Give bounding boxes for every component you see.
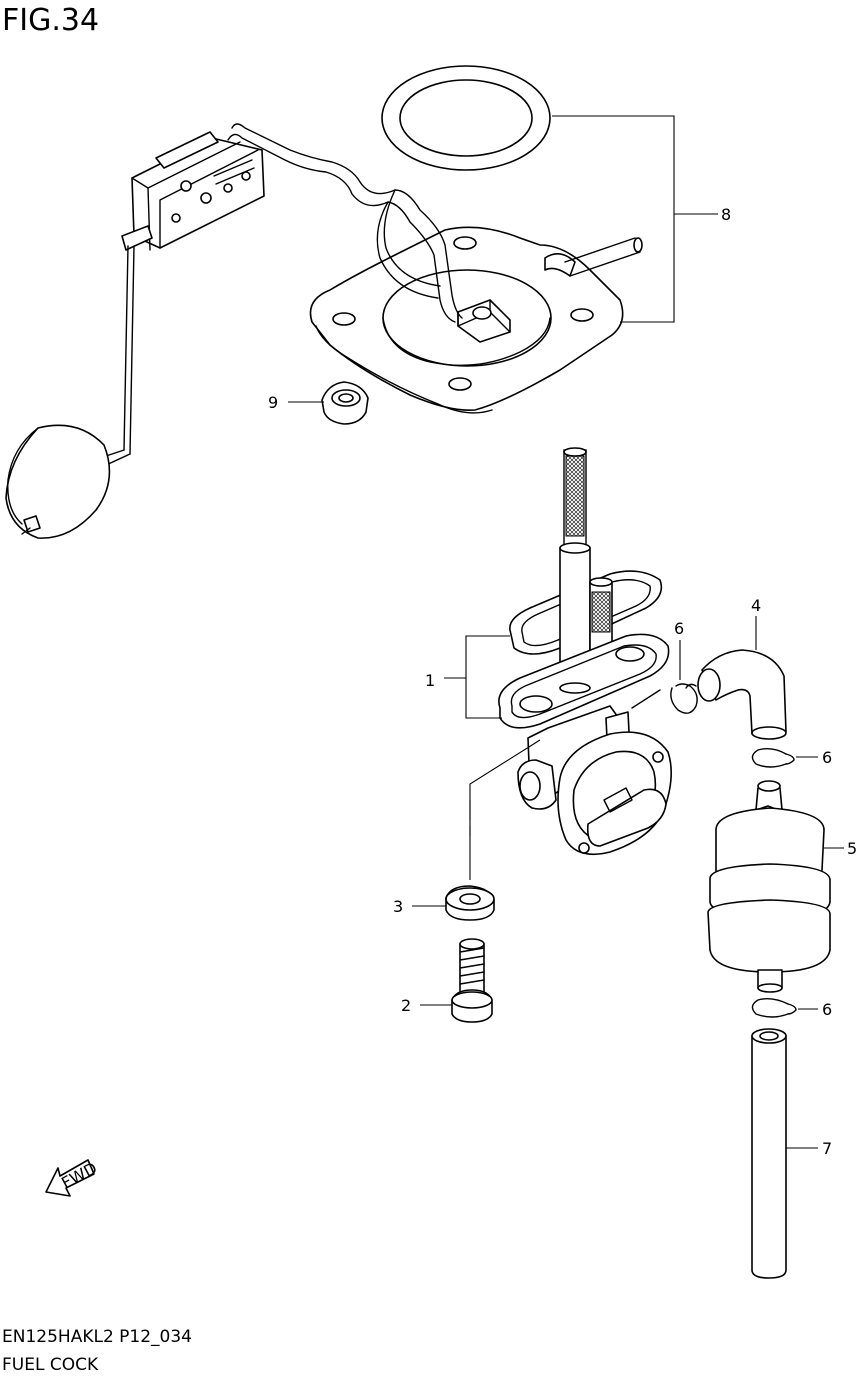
model-code: EN125HAKL2 P12_034: [2, 1327, 192, 1347]
callout-7: 7: [822, 1139, 832, 1158]
float: [5, 245, 135, 539]
svg-text:FWD: FWD: [58, 1158, 100, 1192]
o-ring-part: [381, 65, 551, 171]
callout-3: 3: [393, 897, 403, 916]
nut-part: [321, 381, 369, 425]
washer-part: [445, 885, 495, 921]
fuel-level-sender-plate: [309, 226, 643, 414]
bolt-part: [451, 938, 493, 1023]
figure-name: FUEL COCK: [2, 1355, 99, 1375]
callout-4: 4: [751, 596, 761, 615]
figure-title: FIG.34: [2, 3, 100, 38]
callout-numbers: 1 2 3 4 5 6 6 6 7 8 9: [268, 205, 857, 1158]
callout-6a: 6: [674, 619, 684, 638]
leader-lines: [288, 115, 844, 1149]
fuel-filter-part: [707, 780, 831, 993]
callout-5: 5: [847, 839, 857, 858]
float-bracket: [121, 131, 265, 251]
callout-1: 1: [425, 671, 435, 690]
callout-6c: 6: [822, 1000, 832, 1019]
fuel-hose-part: [751, 1028, 787, 1279]
callout-8: 8: [721, 205, 731, 224]
hose-clips: [670, 683, 797, 1018]
callout-9: 9: [268, 393, 278, 412]
callout-6b: 6: [822, 748, 832, 767]
hose-elbow-part: [697, 649, 787, 740]
float-arm-wire: [227, 123, 463, 323]
fuel-cock-assembly: [498, 447, 672, 856]
callout-2: 2: [401, 996, 411, 1015]
forward-direction-marker: FWD: [45, 1158, 100, 1197]
